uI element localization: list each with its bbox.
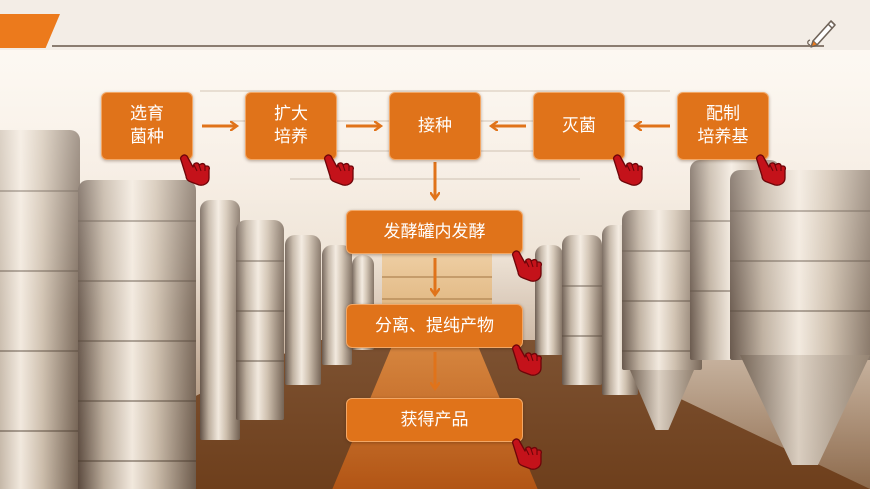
step-prepare-medium-label: 配制 培养基 <box>697 104 749 147</box>
step-prepare-medium[interactable]: 配制 培养基 <box>677 92 769 160</box>
step-expand-culture[interactable]: 扩大 培养 <box>245 92 337 160</box>
hand-pointer-icon <box>612 154 644 186</box>
step-sterilize-label: 灭菌 <box>562 115 596 136</box>
hand-pointer-icon <box>511 344 543 376</box>
step-sterilize[interactable]: 灭菌 <box>533 92 625 160</box>
step-separate-purify[interactable]: 分离、提纯产物 <box>346 304 523 348</box>
step-select-strain-label: 选育 菌种 <box>130 104 164 147</box>
hand-pointer-icon <box>511 438 543 470</box>
pen-icon <box>807 20 836 48</box>
step-obtain-product-label: 获得产品 <box>400 409 469 430</box>
step-select-strain[interactable]: 选育 菌种 <box>101 92 193 160</box>
step-inoculate-label: 接种 <box>418 115 452 136</box>
step-inoculate[interactable]: 接种 <box>389 92 481 160</box>
step-separate-purify-label: 分离、提纯产物 <box>375 315 494 336</box>
header-accent-tab <box>0 14 60 48</box>
hand-pointer-icon <box>323 154 355 186</box>
step-obtain-product[interactable]: 获得产品 <box>346 398 523 442</box>
hand-pointer-icon <box>511 250 543 282</box>
hand-pointer-icon <box>179 154 211 186</box>
hand-pointer-icon <box>755 154 787 186</box>
step-expand-culture-label: 扩大 培养 <box>274 104 308 147</box>
header-rule <box>52 45 824 47</box>
step-ferment-in-tank[interactable]: 发酵罐内发酵 <box>346 210 523 254</box>
step-ferment-in-tank-label: 发酵罐内发酵 <box>383 221 486 242</box>
